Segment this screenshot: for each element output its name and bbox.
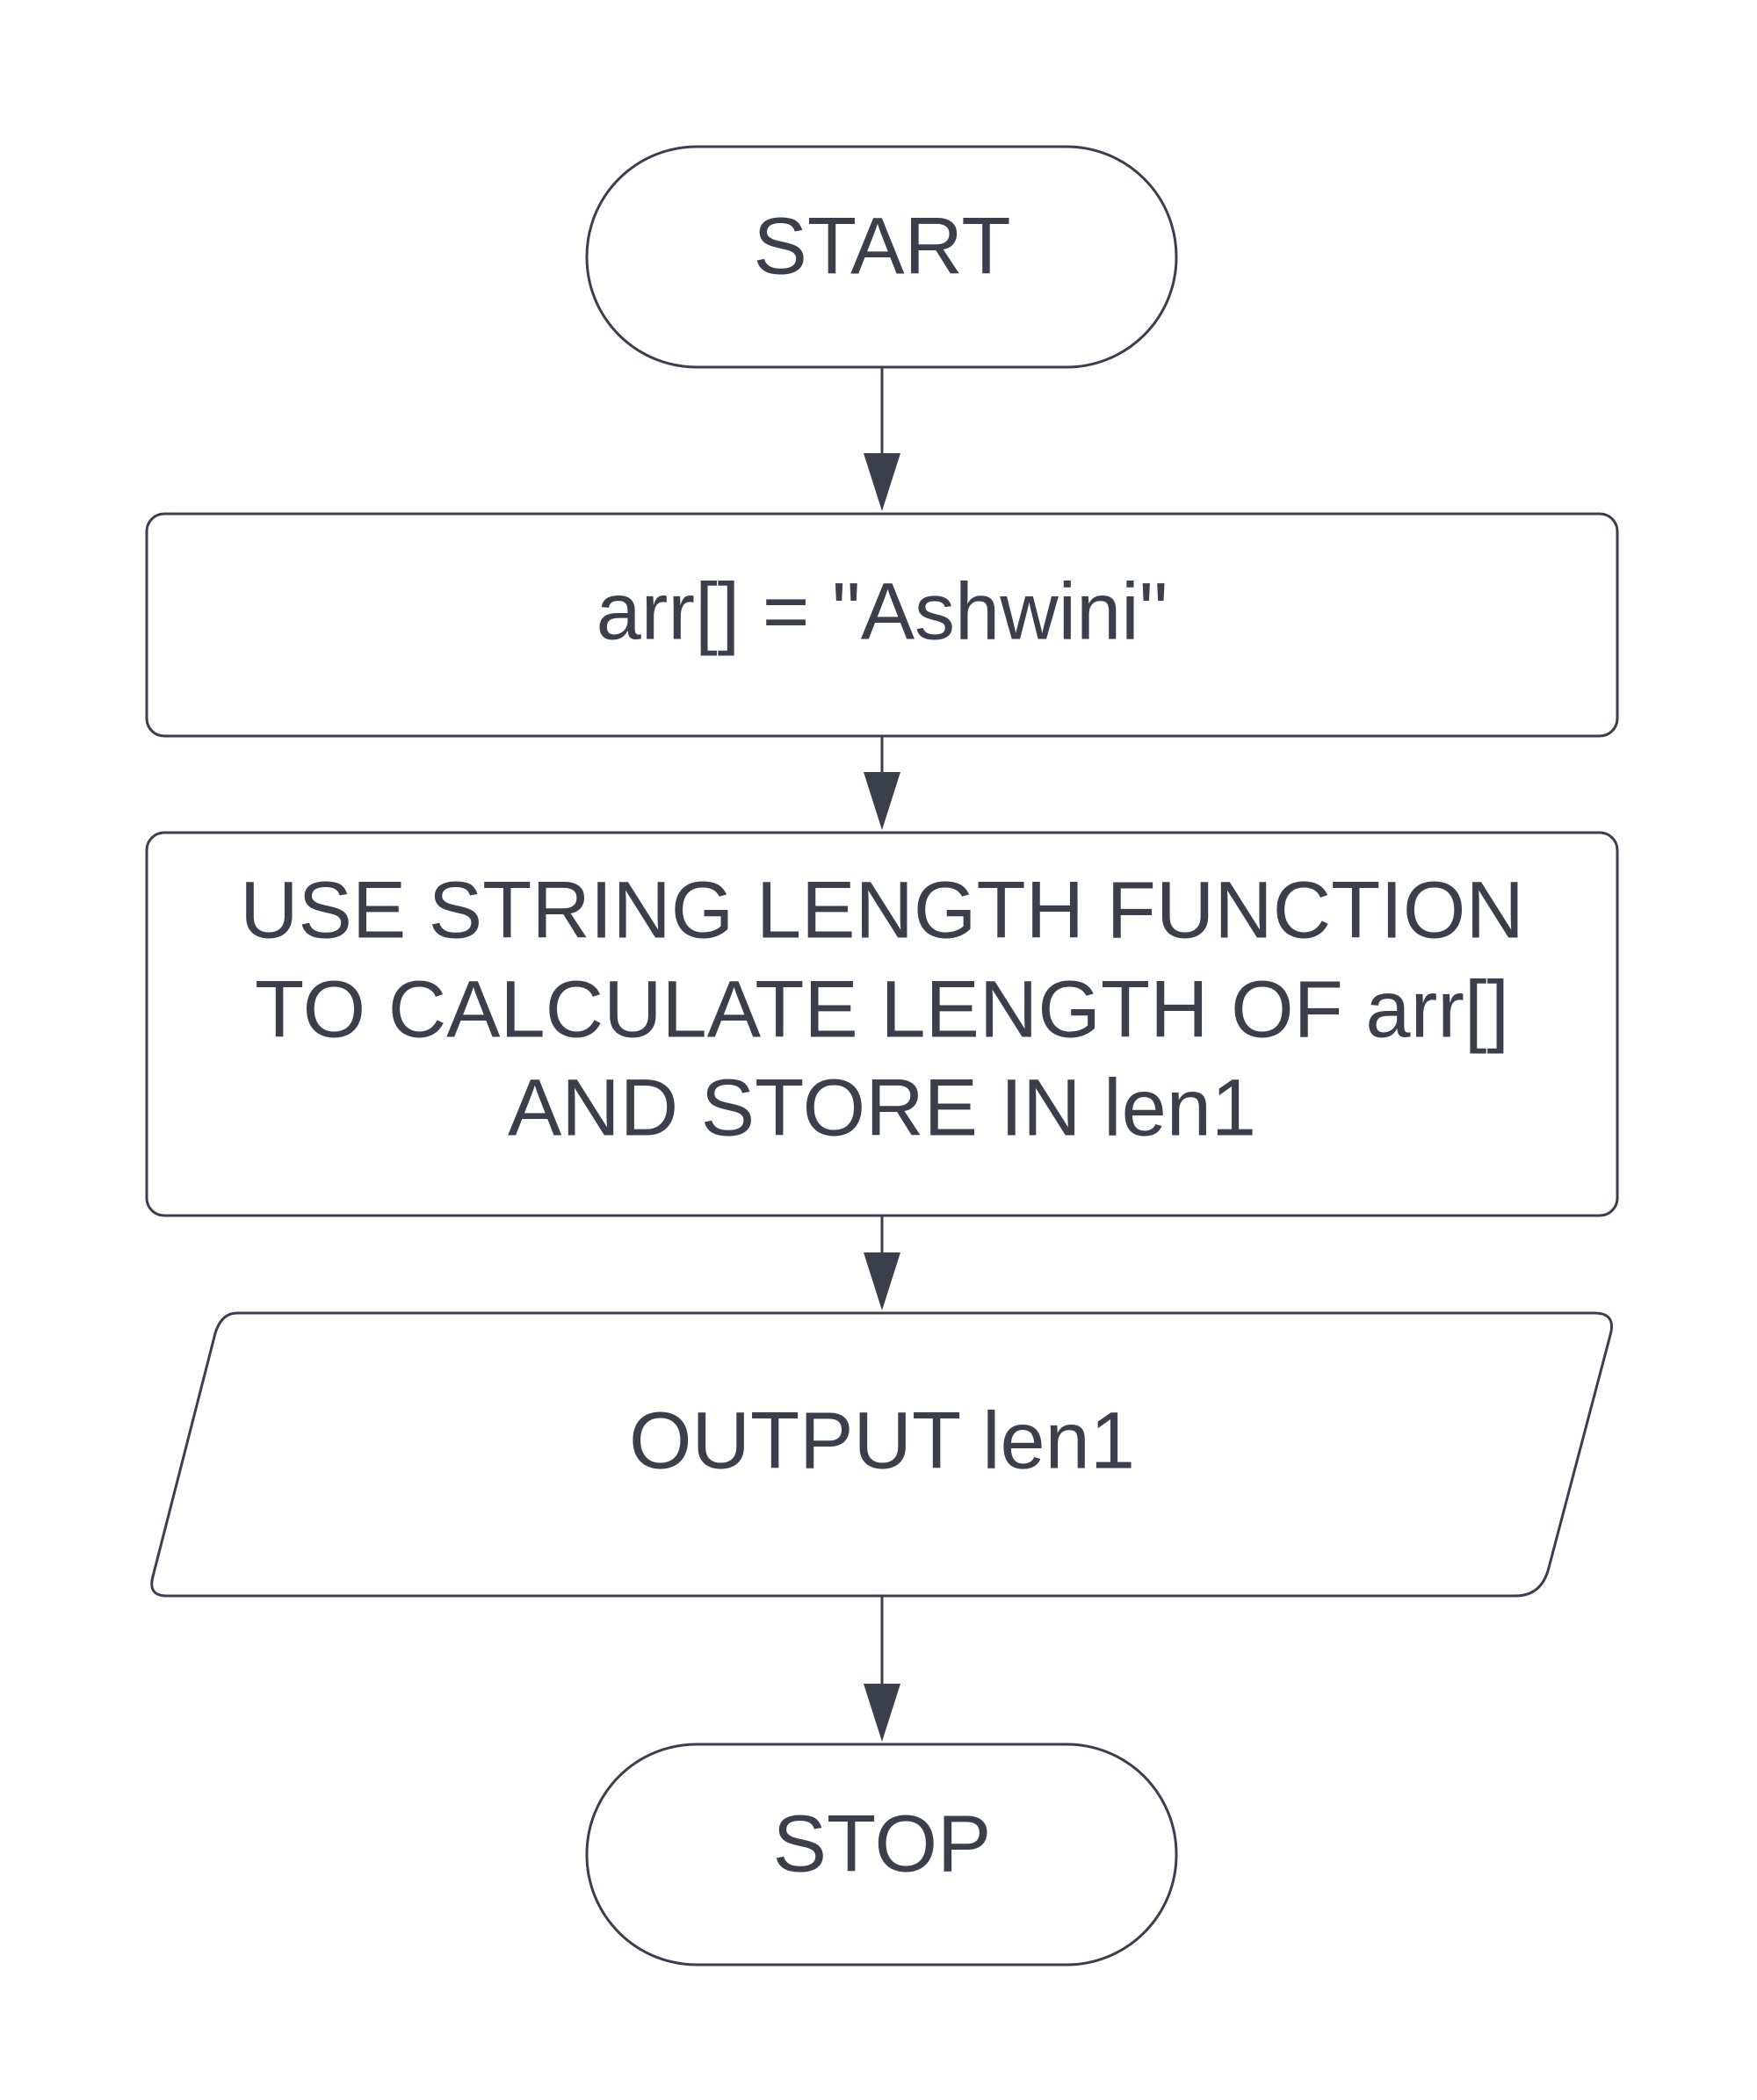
node-assign: arr[] = "Ashwini" bbox=[145, 512, 1619, 738]
node-stop-label: STOP bbox=[773, 1799, 992, 1888]
process-shape bbox=[145, 512, 1619, 738]
arrowhead-icon bbox=[864, 772, 900, 830]
node-compute-label-line-3: AND STORE IN len1 bbox=[508, 1063, 1256, 1152]
node-compute-label-line-1: USE STRING LENGTH FUNCTION bbox=[240, 865, 1524, 955]
node-compute-label-line-2: TO CALCULATE LENGTH OF arr[] bbox=[255, 964, 1509, 1054]
terminator-shape bbox=[585, 1743, 1178, 1966]
node-output-label: OUTPUT len1 bbox=[629, 1396, 1135, 1485]
arrowhead-icon bbox=[864, 1252, 900, 1310]
connector-output-to-stop bbox=[864, 1596, 900, 1742]
connector-assign-to-compute bbox=[864, 736, 900, 830]
terminator-shape bbox=[585, 145, 1178, 369]
process-shape bbox=[145, 831, 1619, 1217]
node-assign-label: arr[] = "Ashwini" bbox=[597, 566, 1168, 656]
node-compute: USE STRING LENGTH FUNCTION TO CALCULATE … bbox=[145, 831, 1619, 1217]
node-stop: STOP bbox=[585, 1743, 1178, 1966]
arrowhead-icon bbox=[864, 453, 900, 511]
node-output: OUTPUT len1 bbox=[150, 1311, 1613, 1598]
connector-compute-to-output bbox=[864, 1216, 900, 1310]
node-start-label: START bbox=[753, 201, 1010, 291]
node-start: START bbox=[585, 145, 1178, 369]
input-output-shape bbox=[150, 1311, 1613, 1598]
connector-start-to-assign bbox=[864, 367, 900, 511]
arrowhead-icon bbox=[864, 1684, 900, 1742]
